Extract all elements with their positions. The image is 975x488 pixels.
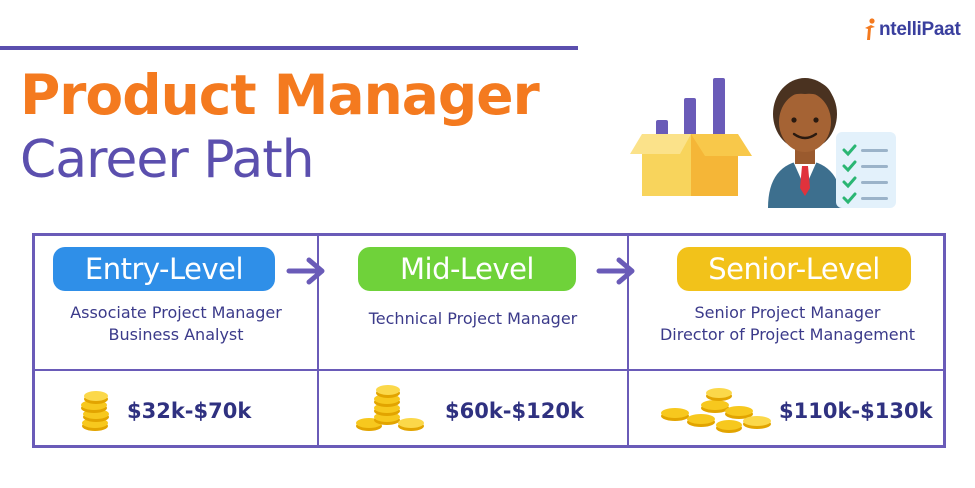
mid-level-roles: Technical Project Manager — [319, 308, 627, 330]
entry-level-roles: Associate Project Manager Business Analy… — [35, 302, 317, 346]
senior-level-roles: Senior Project Manager Director of Proje… — [629, 302, 946, 346]
entry-level-salary: $32k-$70k — [127, 399, 252, 423]
row-divider — [35, 369, 943, 371]
arrow-right-icon — [286, 257, 325, 285]
checklist-icon — [836, 132, 896, 208]
mid-level-salary: $60k-$120k — [445, 399, 584, 423]
brand-name: ntelliPaat — [879, 19, 961, 40]
brand-logo: ntelliPaat — [862, 18, 961, 42]
role-title: Senior Project Manager — [694, 303, 881, 322]
header-divider — [0, 46, 578, 50]
role-title: Director of Project Management — [659, 325, 916, 344]
coin-stack-icon — [661, 388, 771, 433]
manager-avatar-icon — [768, 78, 842, 208]
page-subtitle: Career Path — [20, 130, 315, 190]
entry-level-badge: Entry-Level — [53, 247, 275, 291]
coin-stack-icon — [356, 385, 424, 431]
column-divider — [627, 236, 629, 445]
senior-level-badge: Senior-Level — [677, 247, 911, 291]
role-title: Associate Project Manager — [70, 303, 282, 322]
growth-box-icon — [630, 78, 752, 196]
person-i-icon — [865, 18, 875, 40]
role-title: Technical Project Manager — [368, 309, 578, 328]
arrow-right-icon — [596, 257, 635, 285]
role-title: Business Analyst — [108, 325, 244, 344]
hero-illustration — [630, 78, 896, 208]
coin-stack-icon — [81, 391, 109, 431]
page-title: Product Manager — [20, 63, 540, 127]
career-path-table: Entry-Level Associate Project Manager Bu… — [32, 233, 946, 448]
mid-level-badge: Mid-Level — [358, 247, 576, 291]
column-divider — [317, 236, 319, 445]
senior-level-salary: $110k-$130k — [779, 399, 933, 423]
